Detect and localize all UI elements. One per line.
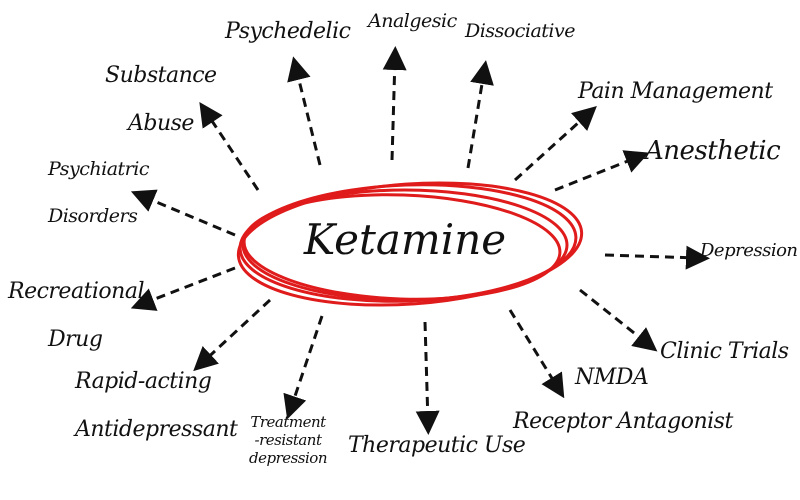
label-psychiatric: Psychiatric [48,158,149,180]
label-dissociative: Dissociative [465,20,576,42]
label-psychedelic: Psychedelic [225,19,351,44]
label-antidepressant: Antidepressant [75,417,238,442]
arrow-psychedelic [287,56,322,166]
label-treatment-resistant-depression: Treatment -resistant depression [232,413,344,467]
trd-line-2: -resistant [254,431,322,449]
label-recreational: Recreational [8,279,145,304]
label-pain-management: Pain Management [578,79,773,104]
arrow-nmda [508,309,565,399]
arrow-rapid-acting [193,298,272,372]
label-anesthetic: Anesthetic [645,136,781,166]
arrow-depression [604,245,710,270]
center-ellipse [236,181,584,307]
label-disorders: Disorders [48,205,138,227]
arrow-substance-abuse [199,102,260,191]
label-nmda: NMDA [575,365,649,390]
center-topic: Ketamine [303,215,507,264]
trd-line-1: Treatment [250,413,326,431]
label-substance: Substance [105,63,217,88]
arrow-anesthetic [554,150,650,192]
arrow-analgesic [382,46,407,161]
arrow-dissociative [466,60,494,169]
arrow-treatment-resistant [283,315,324,420]
arrow-clinic-trials [579,288,658,352]
arrow-therapeutic-use [415,321,440,435]
arrow-pain-management [513,105,597,182]
arrow-psychiatric [130,189,236,237]
label-depression: Depression [700,240,798,261]
label-receptor-antagonist: Receptor Antagonist [513,409,733,434]
label-clinic-trials: Clinic Trials [660,339,789,364]
label-therapeutic-use: Therapeutic Use [348,433,526,458]
label-rapid-acting: Rapid-acting [75,369,212,394]
trd-line-3: depression [248,449,328,467]
label-drug: Drug [48,327,103,352]
label-abuse: Abuse [128,111,194,136]
label-analgesic: Analgesic [368,10,457,32]
arrow-recreational [130,266,236,311]
